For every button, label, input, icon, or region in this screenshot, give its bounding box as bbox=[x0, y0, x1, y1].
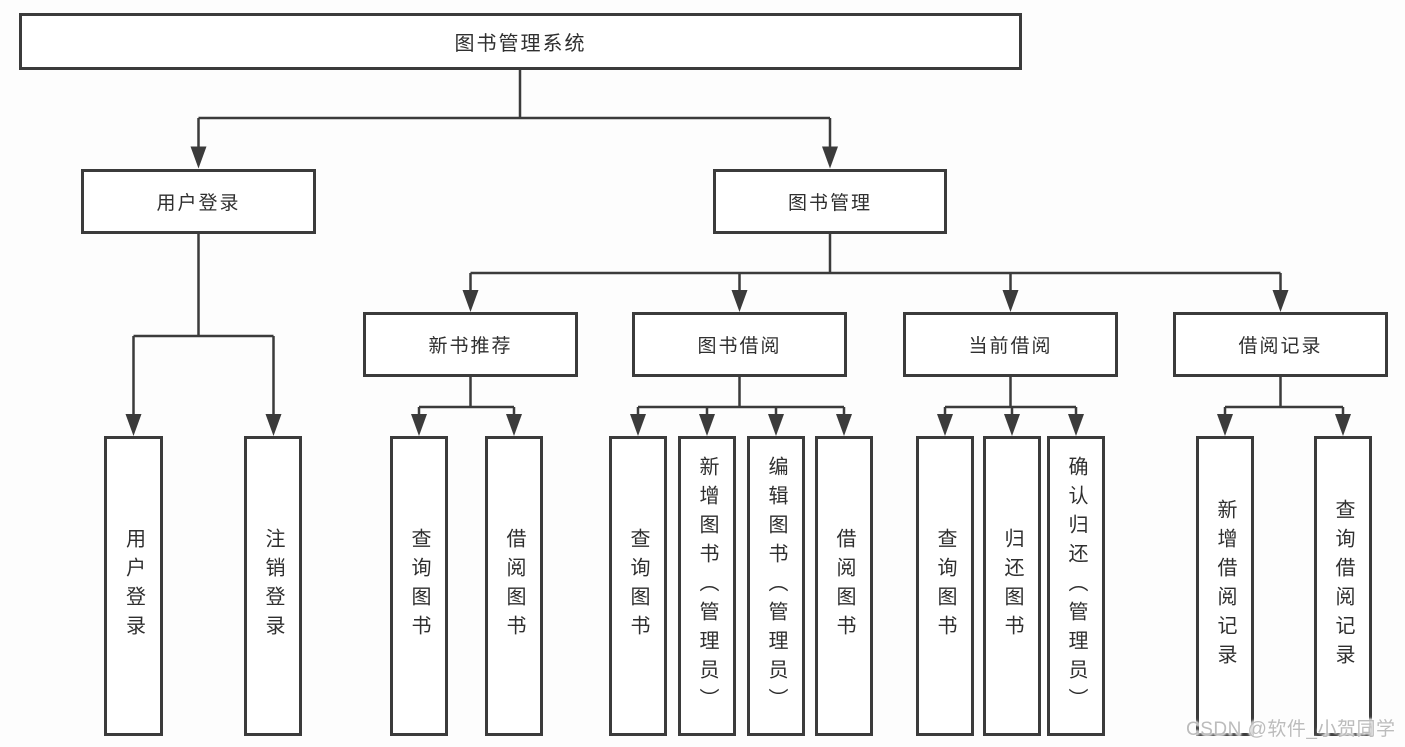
node-book-borrowing: 图书借阅 bbox=[632, 312, 847, 377]
node-library-system: 图书管理系统 bbox=[19, 13, 1022, 70]
node-new-book-recommend: 新书推荐 bbox=[363, 312, 578, 377]
leaf-current-return-books: 归还图书 bbox=[983, 436, 1041, 736]
node-label: 当前借阅 bbox=[968, 336, 1053, 357]
leaf-recommend-borrow-books: 借阅图书 bbox=[485, 436, 543, 736]
node-label: 借阅图书 bbox=[503, 528, 525, 644]
node-label: 借阅图书 bbox=[833, 528, 855, 644]
node-label: 新书推荐 bbox=[428, 336, 513, 357]
node-label: 确认归还（管理员） bbox=[1065, 455, 1087, 717]
node-label: 查询图书 bbox=[627, 528, 649, 644]
node-borrowing-records: 借阅记录 bbox=[1173, 312, 1388, 377]
leaf-borrowing-add-books-admin: 新增图书（管理员） bbox=[678, 436, 736, 736]
leaf-borrowing-edit-books-admin: 编辑图书（管理员） bbox=[747, 436, 805, 736]
node-label: 查询借阅记录 bbox=[1332, 499, 1354, 673]
node-label: 查询图书 bbox=[934, 528, 956, 644]
node-book-management: 图书管理 bbox=[713, 169, 947, 234]
node-label: 用户登录 bbox=[122, 528, 145, 644]
leaf-records-add-record: 新增借阅记录 bbox=[1196, 436, 1254, 736]
node-label: 查询图书 bbox=[408, 528, 430, 644]
node-label: 图书管理 bbox=[787, 193, 872, 214]
node-current-borrowing: 当前借阅 bbox=[903, 312, 1118, 377]
leaf-borrowing-query-books: 查询图书 bbox=[609, 436, 667, 736]
leaf-current-query-books: 查询图书 bbox=[916, 436, 974, 736]
node-label: 注销登录 bbox=[262, 528, 284, 644]
node-label: 图书借阅 bbox=[697, 336, 782, 357]
leaf-user-login: 用户登录 bbox=[104, 436, 163, 736]
watermark: CSDN @软件_小贺同学 bbox=[1186, 719, 1396, 740]
node-label: 归还图书 bbox=[1001, 528, 1023, 644]
node-user-login: 用户登录 bbox=[81, 169, 316, 234]
node-label: 新增图书（管理员） bbox=[696, 455, 718, 717]
leaf-logout: 注销登录 bbox=[244, 436, 302, 736]
node-label: 图书管理系统 bbox=[454, 33, 587, 55]
leaf-current-confirm-return-admin: 确认归还（管理员） bbox=[1047, 436, 1105, 736]
leaf-borrowing-borrow-books: 借阅图书 bbox=[815, 436, 873, 736]
leaf-recommend-query-books: 查询图书 bbox=[390, 436, 448, 736]
node-label: 新增借阅记录 bbox=[1214, 499, 1236, 673]
node-label: 借阅记录 bbox=[1238, 336, 1323, 357]
node-label: 用户登录 bbox=[156, 193, 241, 214]
leaf-records-query-record: 查询借阅记录 bbox=[1314, 436, 1372, 736]
node-label: 编辑图书（管理员） bbox=[765, 455, 787, 717]
